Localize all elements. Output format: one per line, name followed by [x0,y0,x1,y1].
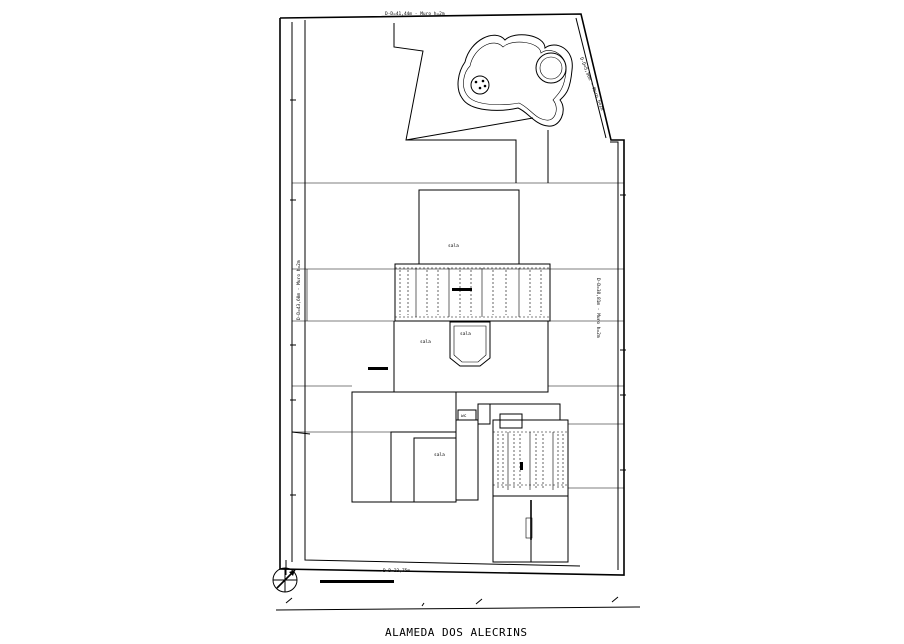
north-arrow-icon [272,567,298,593]
left-boundary-label: D-D=43,60m - Muro h=2m [296,260,302,320]
lower-house: sala wc [351,391,561,503]
center-room [449,321,491,367]
bottom-boundary-label: D-D=23,75m [383,568,410,574]
boundary-labels: D-D=41,44m - Muro h=2m D-D=5,80m - Muro … [296,11,605,574]
dimension-ticks [290,99,626,496]
grid-lines [292,182,624,489]
lower-room-label: sala [434,452,445,458]
central-house: sala sala [368,321,549,393]
spa-circle [535,52,567,84]
lower-terrace [492,419,569,497]
lot-boundary [279,13,625,576]
top-boundary-label: D-D=41,44m - Muro h=2m [385,11,445,17]
upper-room: sala [418,189,520,265]
street-line [275,596,641,611]
garage-entrance [492,495,569,563]
pool-outline [457,34,573,127]
scale-bar-icon [320,580,394,583]
center-room-label: sala [460,331,471,337]
upper-room-label: sala [448,243,459,249]
right-boundary-label: D-D=38,81m - Muro h=2m [595,278,601,338]
pool-area [393,23,573,183]
right-upper-boundary-label: D-D=5,80m - Muro h=2m [578,57,605,112]
upper-terrace [394,263,551,322]
center-label-2: sala [420,339,431,345]
street-name: ALAMEDA DOS ALECRINS [385,626,527,639]
small-room-label: wc [461,414,467,419]
